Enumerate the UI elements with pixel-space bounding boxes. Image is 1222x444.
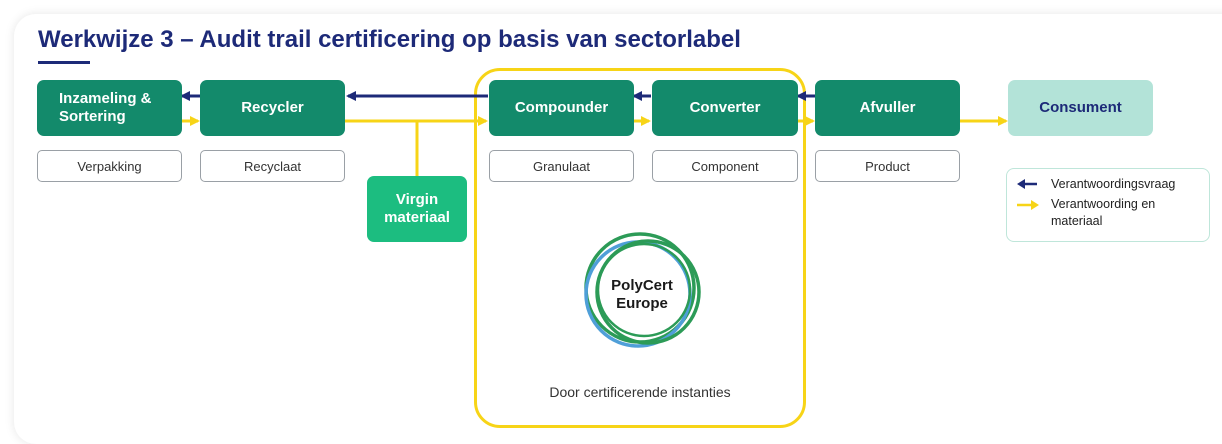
title-underline	[38, 61, 90, 64]
logo-text-line2: Europe	[616, 295, 668, 312]
legend-question-label: Verantwoordingsvraag	[1051, 177, 1176, 191]
scope-caption: Door certificerende instanties	[549, 384, 731, 400]
logo-text-line1: PolyCert	[611, 277, 673, 294]
page-title: Werkwijze 3 – Audit trail certificering …	[38, 26, 741, 53]
box-consument: Consument	[1008, 80, 1153, 136]
box-recycler: Recycler	[200, 80, 345, 136]
legend: Verantwoordingsvraag Verantwoording en m…	[1006, 168, 1210, 242]
output-component: Component	[652, 150, 798, 182]
arrow-left-icon	[1017, 179, 1037, 189]
box-converter: Converter	[652, 80, 798, 136]
output-verpakking: Verpakking	[37, 150, 182, 182]
output-product: Product	[815, 150, 960, 182]
output-granulaat: Granulaat	[489, 150, 634, 182]
legend-answer-label: Verantwoording en materiaal	[1051, 197, 1156, 228]
box-afvuller: Afvuller	[815, 80, 960, 136]
box-compounder: Compounder	[489, 80, 634, 136]
output-recyclaat: Recyclaat	[200, 150, 345, 182]
box-inzameling-sortering: Inzameling & Sortering	[37, 80, 182, 136]
box-virgin-materiaal: Virgin materiaal	[367, 176, 467, 242]
arrow-right-icon	[1017, 200, 1039, 210]
polycert-logo: PolyCert Europe	[584, 232, 701, 348]
flow-arrows	[180, 91, 1008, 176]
